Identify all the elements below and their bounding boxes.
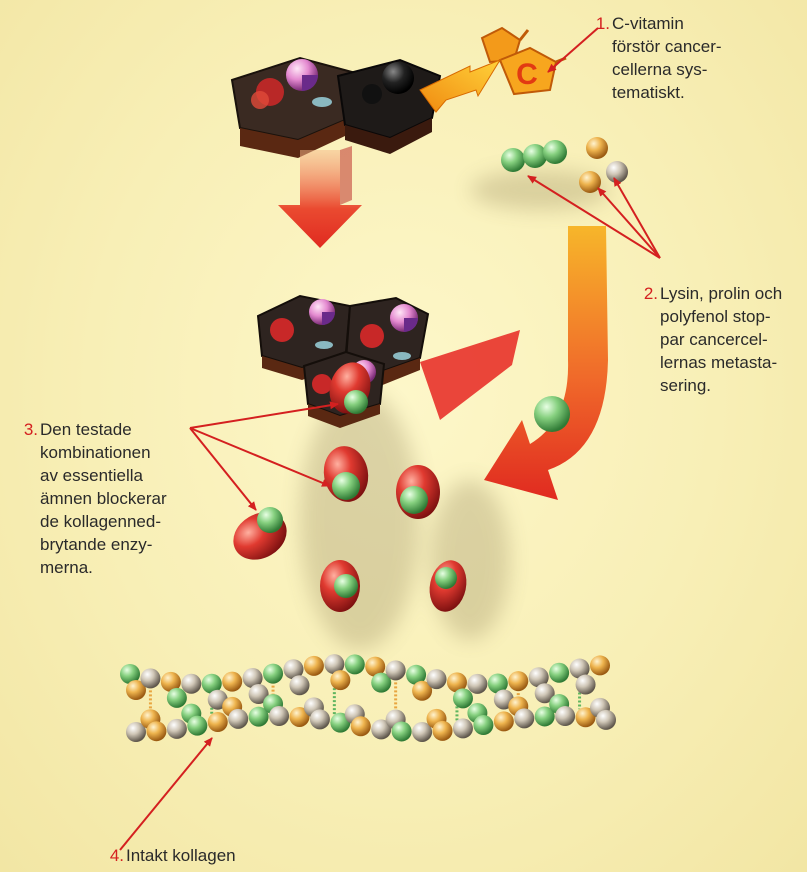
callout-arrow-2b — [598, 188, 660, 258]
callout-arrow-3c — [190, 428, 256, 510]
callout-arrow-2c — [614, 178, 660, 258]
collagen-sphere — [596, 710, 616, 730]
collagen-sphere — [427, 669, 447, 689]
callout-number-1: 1. — [576, 12, 610, 35]
collagen-sphere — [269, 706, 289, 726]
blocked-enzyme-4 — [320, 560, 360, 612]
free-green-sphere — [534, 396, 570, 432]
downward-red-arrow — [278, 146, 362, 248]
blocked-enzyme-2 — [396, 465, 440, 519]
callout-arrow-4 — [120, 738, 212, 850]
collagen-sphere — [392, 721, 412, 741]
collagen-sphere — [208, 712, 228, 732]
collagen-sphere — [467, 674, 487, 694]
collagen-sphere — [345, 654, 365, 674]
collagen-sphere — [453, 718, 473, 738]
intact-collagen-chain — [120, 654, 616, 742]
collagen-sphere — [514, 708, 534, 728]
collagen-sphere — [549, 663, 569, 683]
collagen-sphere — [167, 719, 187, 739]
collagen-sphere — [330, 670, 350, 690]
collagen-sphere — [433, 721, 453, 741]
collagen-sphere — [310, 709, 330, 729]
vitamin-c-mark: C — [516, 58, 538, 91]
collagen-sphere — [222, 672, 242, 692]
callout-text-1: C-vitamin förstör cancer- cellerna sys- … — [612, 12, 752, 104]
collagen-sphere — [494, 711, 514, 731]
collagen-sphere — [289, 675, 309, 695]
collagen-sphere — [555, 706, 575, 726]
collagen-sphere — [140, 668, 160, 688]
collagen-sphere — [187, 716, 207, 736]
collagen-sphere — [590, 655, 610, 675]
vitamin-c-molecule: C — [482, 28, 566, 94]
collagen-sphere — [146, 721, 166, 741]
collagen-sphere — [228, 709, 248, 729]
callout-text-2: Lysin, prolin och polyfenol stop- par ca… — [660, 282, 807, 397]
collagen-sphere — [386, 660, 406, 680]
callout-number-3: 3. — [16, 418, 38, 441]
callout-number-4: 4. — [104, 844, 124, 867]
callout-text-3: Den testade kombinationen av essentiella… — [40, 418, 190, 579]
collagen-sphere — [263, 664, 283, 684]
collagen-sphere — [508, 671, 528, 691]
cancer-cell-top — [232, 58, 352, 158]
collagen-sphere — [181, 674, 201, 694]
vitamin-c-attack-arrow — [420, 60, 500, 112]
callout-number-2: 2. — [638, 282, 658, 305]
collagen-sphere — [473, 715, 493, 735]
collagen-sphere — [453, 688, 473, 708]
callout-text-4: Intakt kollagen — [126, 844, 326, 867]
blocked-enzyme-3 — [225, 503, 295, 569]
collagen-sphere — [576, 675, 596, 695]
collagen-sphere — [167, 688, 187, 708]
collagen-sphere — [351, 716, 371, 736]
collagen-sphere — [304, 656, 324, 676]
curved-arrow-shadow — [420, 330, 520, 420]
destroyed-cancer-cell — [338, 60, 440, 154]
